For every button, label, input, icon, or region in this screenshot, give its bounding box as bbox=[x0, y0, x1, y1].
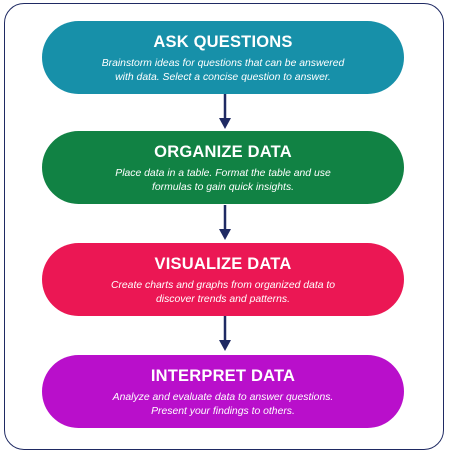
step-description: Brainstorm ideas for questions that can … bbox=[101, 58, 345, 83]
step-interpret-data: INTERPRET DATA Analyze and evaluate data… bbox=[42, 355, 404, 428]
step-title: INTERPRET DATA bbox=[150, 367, 296, 385]
step-title: ASK QUESTIONS bbox=[153, 33, 293, 51]
step-visualize-data: VISUALIZE DATA Create charts and graphs … bbox=[42, 243, 404, 316]
down-arrow-icon bbox=[219, 205, 231, 240]
step-title: VISUALIZE DATA bbox=[154, 255, 292, 273]
down-arrow-icon bbox=[219, 94, 231, 129]
step-ask-questions: ASK QUESTIONS Brainstorm ideas for quest… bbox=[42, 21, 404, 94]
step-title: ORGANIZE DATA bbox=[154, 143, 292, 161]
step-description: Create charts and graphs from organized … bbox=[110, 280, 336, 305]
step-organize-data: ORGANIZE DATA Place data in a table. For… bbox=[42, 131, 404, 204]
step-description: Place data in a table. Format the table … bbox=[115, 168, 331, 193]
step-description: Analyze and evaluate data to answer ques… bbox=[112, 392, 334, 417]
down-arrow-icon bbox=[219, 316, 231, 351]
